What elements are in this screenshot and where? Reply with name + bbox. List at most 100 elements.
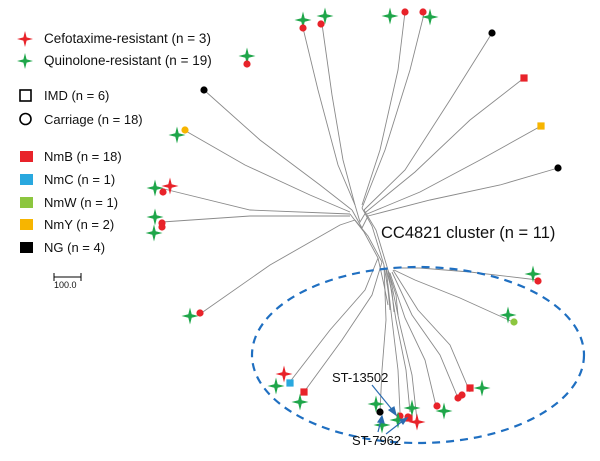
legend-label: Carriage (n = 18) [44,112,143,127]
legend-label: NmC (n = 1) [44,172,115,187]
quinolone-star-icon [367,395,385,413]
network-branch [288,257,379,384]
quinolone-star-icon [267,377,285,395]
network-branch [354,219,383,263]
carriage-leaf-circle [196,309,204,317]
arrow-head-icon [376,414,385,424]
arrow-head-icon [387,406,397,417]
carriage-leaf-circle [299,24,307,32]
arrow-head-icon [398,416,409,426]
carriage-leaf-circle [554,164,562,172]
quinolone-star-icon [373,416,391,434]
legend: Cefotaxime-resistant (n = 3) Quinolone-r… [17,31,212,255]
network-branch [393,269,514,323]
carriage-leaf-circle [158,223,166,231]
network-branch [365,77,525,213]
nmc-swatch [20,174,33,185]
carriage-leaf-circle [510,318,518,326]
quinolone-star-icon [403,399,421,417]
cefotaxime-star-icon [161,177,179,195]
st-13502-label: ST-13502 [332,370,388,385]
network-branch [385,267,401,413]
network-branch [161,215,350,223]
network-branch [302,27,356,206]
nmw-swatch [20,197,33,208]
legend-carriage: Carriage (n = 18) [19,112,143,127]
network-branch [183,129,351,213]
imd-leaf-square [405,414,413,422]
imd-leaf-square [286,379,294,387]
network-branch [388,271,418,421]
legend-label: Quinolone-resistant (n = 19) [44,53,212,68]
quinolone-star-icon [294,11,312,29]
leaf-markers [145,7,562,434]
legend-cefotaxime: Cefotaxime-resistant (n = 3) [17,31,211,47]
carriage-leaf-circle [488,29,496,37]
imd-leaf-square [537,122,545,130]
quinolone-star-icon [381,7,399,25]
network-branch [387,269,399,316]
network-branch [159,187,351,215]
scale-bar-label: 100.0 [54,280,77,290]
quinolone-star-icon [316,7,334,25]
cefotaxime-star-icon [275,365,293,383]
green-star-icon [17,53,33,69]
carriage-leaf-circle [458,391,466,399]
quinolone-star-icon [473,379,491,397]
network-branch [363,32,493,211]
legend-label: NmB (n = 18) [44,149,122,164]
legend-quinolone: Quinolone-resistant (n = 19) [17,53,212,69]
quinolone-star-icon [145,224,163,242]
ng-swatch [20,242,33,253]
scale-bar: 100.0 [53,273,82,290]
legend-label: NmY (n = 2) [44,217,114,232]
carriage-leaf-circle [534,277,542,285]
network-branch [354,204,367,224]
carriage-leaf-circle [317,20,325,28]
imd-leaf-square [466,384,474,392]
network-branch [392,269,471,393]
network-branch [361,207,385,266]
network-branch [391,271,459,399]
annotation-arrows [371,384,409,435]
quinolone-star-icon [238,47,256,65]
legend-label: Cefotaxime-resistant (n = 3) [44,31,211,46]
network-branch [383,264,391,311]
legend-imd: IMD (n = 6) [19,88,109,103]
carriage-leaf-circle [419,8,427,16]
quinolone-star-icon [168,126,186,144]
st-13502-arrow [371,384,395,413]
carriage-leaf-circle [433,402,441,410]
red-star-icon [17,31,33,47]
quinolone-star-icon [435,402,453,420]
network-branch [389,272,437,407]
legend-label: NmW (n = 1) [44,195,118,210]
network-branch [385,267,395,313]
carriage-leaf-circle [376,408,384,416]
network-branch [367,167,559,217]
legend-label: NG (n = 4) [44,240,105,255]
quinolone-star-icon [291,393,309,411]
network-branch [366,125,542,215]
st-7962-label: ST-7962 [352,433,401,448]
network-branch [203,89,353,211]
network-branch [361,13,425,209]
carriage-leaf-circle [200,86,208,94]
network-branch [349,213,379,259]
cluster-outline [250,265,586,445]
nmb-swatch [20,151,33,162]
quinolone-star-icon [146,179,164,197]
legend-serogroups: NmB (n = 18) NmC (n = 1) NmW (n = 1) NmY… [20,149,122,255]
imd-leaf-square [520,74,528,82]
network-branch [377,257,389,306]
carriage-leaf-circle [159,188,167,196]
network-branch [363,209,389,271]
nmy-swatch [20,219,33,230]
circle-outline-icon [19,112,32,126]
network-branch [393,267,539,281]
quinolone-star-icon [389,411,407,429]
cefotaxime-star-icon [408,413,426,431]
legend-label: IMD (n = 6) [44,88,109,103]
